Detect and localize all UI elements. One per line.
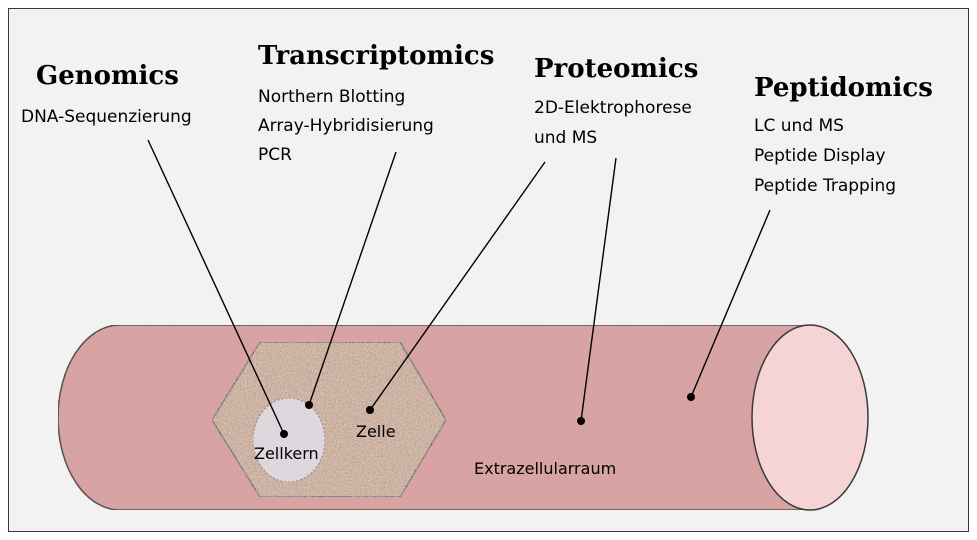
peptidomics-method: LC und MS	[754, 114, 844, 139]
nucleus-circle	[253, 398, 325, 482]
peptidomics-method: Peptide Trapping	[754, 174, 896, 199]
cell-label: Zelle	[356, 423, 396, 441]
transcriptomics-method: PCR	[258, 143, 292, 168]
transcript-marker-dot	[305, 401, 313, 409]
tube-end	[752, 325, 868, 510]
transcriptomics-method: Array-Hybridisierung	[258, 114, 434, 139]
nucleus-label: Zellkern	[254, 445, 319, 463]
tube-end-marker-dot	[687, 393, 695, 401]
proteomics-method: 2D-Elektrophorese	[534, 96, 692, 121]
peptidomics-method: Peptide Display	[754, 144, 886, 169]
cell-hexagon	[212, 342, 446, 497]
transcriptomics-heading: Transcriptomics	[258, 41, 494, 71]
extracellular-label: Extrazellularraum	[474, 460, 616, 478]
proteomics-method: und MS	[534, 126, 597, 151]
genomics-method: DNA-Sequenzierung	[21, 105, 192, 130]
genomics-heading: Genomics	[36, 61, 179, 91]
extracellular-marker-dot	[577, 417, 585, 425]
peptidomics-heading: Peptidomics	[754, 73, 933, 103]
cell-marker-dot	[366, 406, 374, 414]
proteomics-heading: Proteomics	[534, 54, 698, 84]
nucleus-marker-dot	[280, 430, 288, 438]
transcriptomics-method: Northern Blotting	[258, 85, 405, 110]
